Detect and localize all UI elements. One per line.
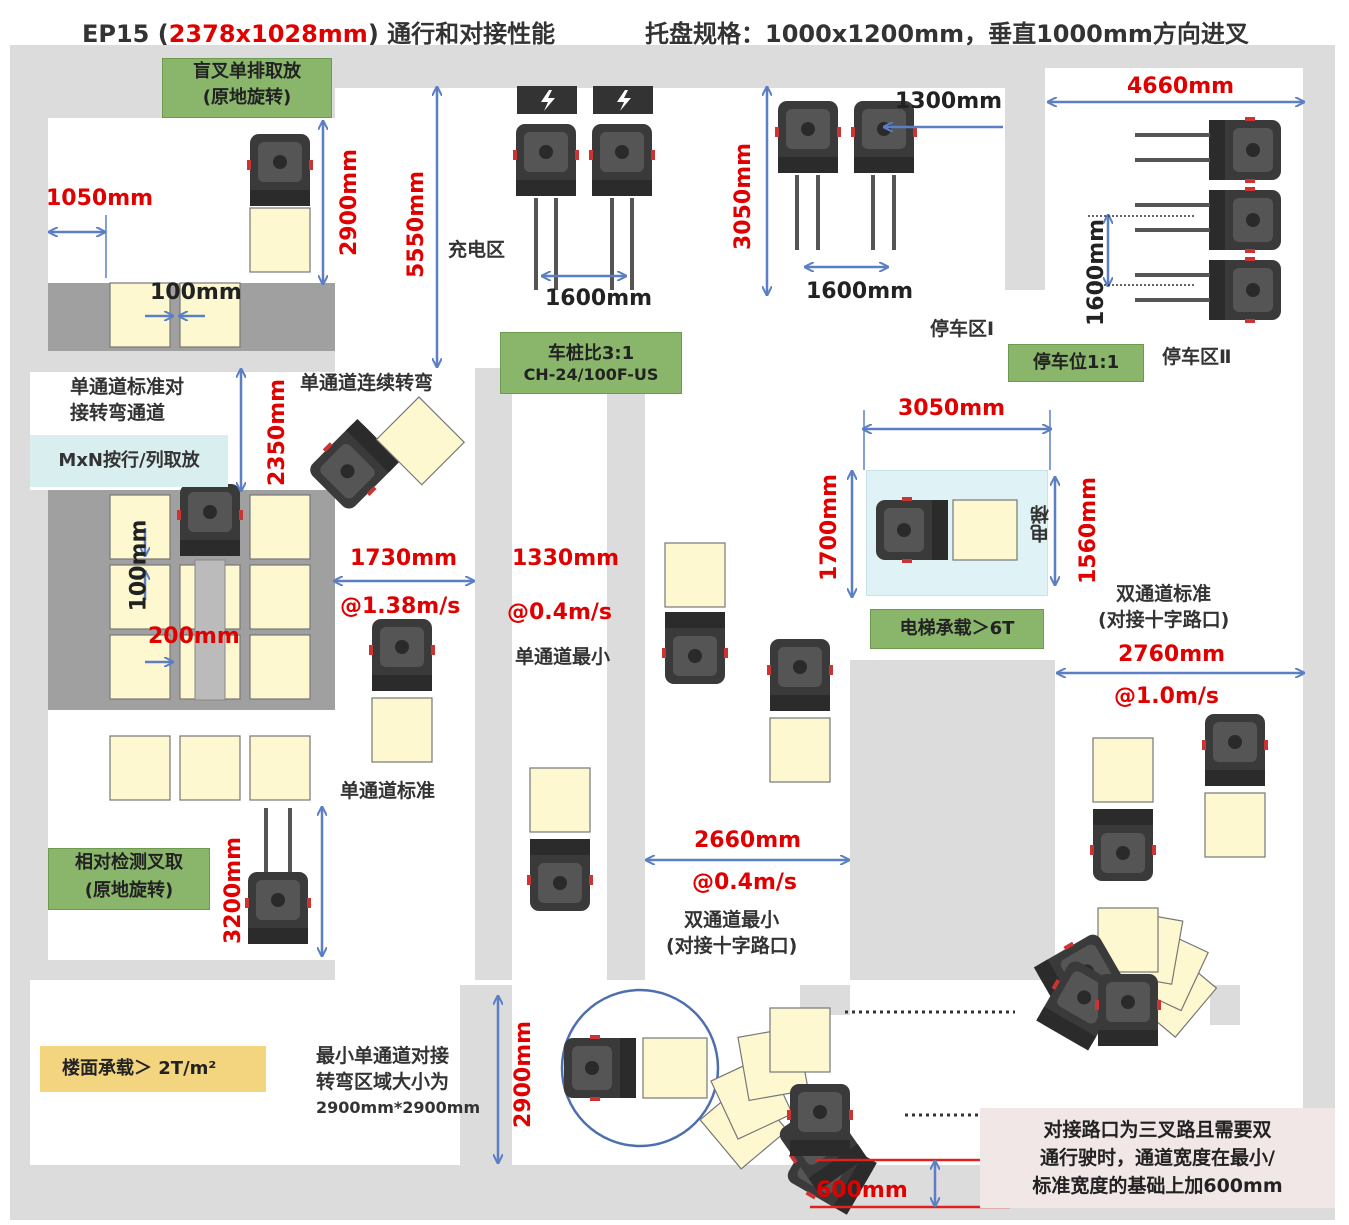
label-charging: 充电区 xyxy=(448,239,506,261)
dim-600: 600mm xyxy=(816,1178,908,1203)
mxn-box: MxN按行/列取放 xyxy=(30,435,228,487)
label-single-std-turn: 单通道标准对 接转弯通道 xyxy=(70,376,185,424)
forks-parking2 xyxy=(1135,133,1210,302)
truck-elevator xyxy=(876,497,1018,563)
dim-1600-parking2: 1600mm xyxy=(1084,218,1110,327)
truck-parking2-1 xyxy=(1209,117,1281,183)
truck-relative-detect xyxy=(245,872,311,944)
truck-double-std-1 xyxy=(1090,737,1156,881)
truck-parking2-3 xyxy=(1209,257,1281,323)
truck-charging-1 xyxy=(513,124,579,196)
truck-blind-fork xyxy=(247,134,313,273)
truck-double-std-2 xyxy=(1202,714,1268,858)
parking-slot-box: 停车位1:1 xyxy=(1008,344,1144,382)
dim-2900-bottom: 2900mm xyxy=(511,1020,537,1129)
relative-detect-box: 相对检测叉取 (原地旋转) xyxy=(48,848,210,910)
floor-load-box: 楼面承载＞ 2T/m² xyxy=(40,1046,266,1092)
speed-1-38: @1.38m/s xyxy=(340,594,461,619)
dim-3050-parking: 3050mm xyxy=(731,142,757,251)
speed-1-0: @1.0m/s xyxy=(1114,684,1220,709)
truck-parking2-2 xyxy=(1209,187,1281,253)
dim-2660: 2660mm xyxy=(694,828,802,853)
pallet-spec: 托盘规格：1000x1200mm，垂直1000mm方向进叉 xyxy=(645,20,1249,48)
truck-continuous-turn xyxy=(304,396,465,515)
forks-parking xyxy=(795,175,896,250)
elevator-load-box: 电梯承载＞6T xyxy=(870,609,1044,649)
truck-single-min xyxy=(527,767,593,911)
label-min-turn-dims: 2900mm*2900mm xyxy=(316,1098,481,1117)
label-elevator: 电梯 xyxy=(1030,505,1052,543)
label-min-turn-area: 最小单通道对接 转弯区域大小为 xyxy=(316,1045,450,1093)
dim-1700: 1700mm xyxy=(817,473,843,582)
truck-turn-circle xyxy=(564,1035,708,1101)
speed-0-4-single: @0.4m/s xyxy=(507,600,613,625)
dim-1600-parking: 1600mm xyxy=(806,279,914,304)
lightning-bolt-icon xyxy=(617,90,631,111)
dim-100-top: 100mm xyxy=(150,280,242,305)
truck-mxn xyxy=(177,484,243,556)
pile-ratio: 车桩比3:1 xyxy=(547,343,635,364)
label-parking-2: 停车区Ⅱ xyxy=(1162,346,1232,368)
label-single-cont-turn: 单通道连续转弯 xyxy=(300,372,434,394)
dim-1330: 1330mm xyxy=(512,546,620,571)
label-double-std: 双通道标准 (对接十字路口) xyxy=(1098,583,1230,631)
dimension-arrows xyxy=(50,88,1303,1205)
charger-model: CH-24/100F-US xyxy=(523,365,659,384)
label-single-std: 单通道标准 xyxy=(340,780,436,802)
dim-2760: 2760mm xyxy=(1118,642,1226,667)
truck-double-min-2 xyxy=(767,639,833,783)
truck-single-std xyxy=(369,619,435,763)
speed-0-4-double: @0.4m/s xyxy=(692,870,798,895)
truck-parking-1 xyxy=(775,101,841,173)
gray-strip-bottom-right xyxy=(1210,985,1240,1025)
dim-1300: 1300mm xyxy=(895,89,1003,114)
zone-double-std xyxy=(1055,388,1303,998)
title-prefix: EP15 ( xyxy=(82,20,169,48)
lightning-bolt-icon xyxy=(541,90,555,111)
dim-1600-charging: 1600mm xyxy=(545,286,653,311)
dim-5550: 5550mm xyxy=(404,170,430,279)
title-dims: 2378x1028mm xyxy=(168,20,368,48)
label-double-min: 双通道最小 (对接十字路口) xyxy=(666,909,798,957)
dim-4660: 4660mm xyxy=(1127,74,1235,99)
dim-1560: 1560mm xyxy=(1076,476,1102,585)
dim-3200: 3200mm xyxy=(221,836,247,945)
note-box: 对接路口为三叉路且需要双 通行驶时，通道宽度在最小/ 标准宽度的基础上加600m… xyxy=(980,1108,1335,1208)
dim-200: 200mm xyxy=(148,624,240,649)
title-suffix: ) 通行和对接性能 xyxy=(367,20,556,48)
mxn-fork xyxy=(194,559,226,701)
dim-100-mxn: 100mm xyxy=(126,519,152,612)
dim-2350: 2350mm xyxy=(265,378,291,487)
dim-2900-top: 2900mm xyxy=(337,148,363,257)
blind-fork-box: 盲叉单排取放 (原地旋转) xyxy=(162,58,332,118)
page-title: EP15 (2378x1028mm) 通行和对接性能 xyxy=(82,14,555,49)
forks-relative xyxy=(264,808,292,872)
label-parking-1: 停车区Ⅰ xyxy=(930,318,995,340)
pile-ratio-box: 车桩比3:1 CH-24/100F-US xyxy=(500,332,682,394)
rotation-sweep-upper xyxy=(1032,907,1218,1053)
zone-elevator-area xyxy=(850,368,1055,456)
label-single-min: 单通道最小 xyxy=(515,646,611,668)
dim-1050: 1050mm xyxy=(46,186,154,211)
truck-double-min-1 xyxy=(662,542,728,684)
dim-3050-elevator: 3050mm xyxy=(898,396,1006,421)
turn-circle xyxy=(560,988,720,1148)
gray-strip-bottom-left xyxy=(460,985,512,1165)
truck-charging-2 xyxy=(589,124,655,196)
dim-1730: 1730mm xyxy=(350,546,458,571)
